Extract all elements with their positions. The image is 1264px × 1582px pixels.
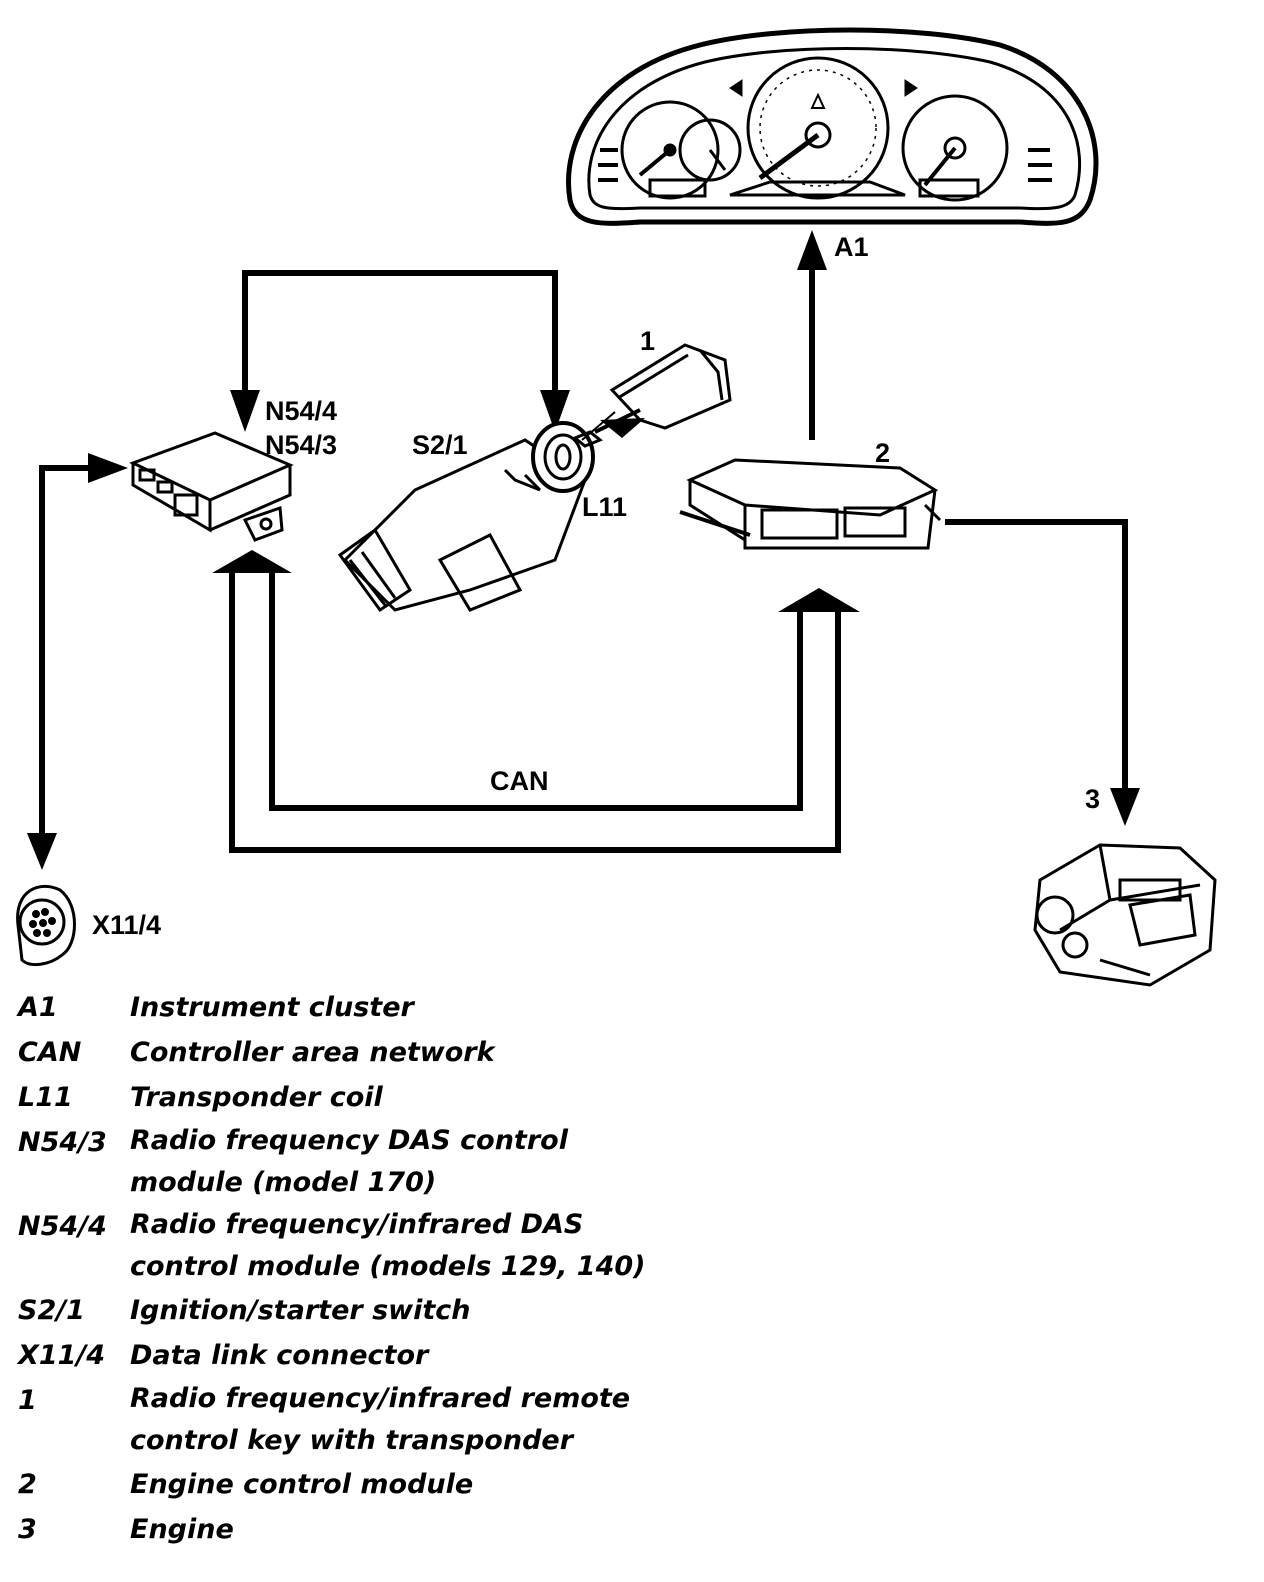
label-n54-3: N54/3 (265, 430, 338, 460)
data-link-connector-illustration (16, 884, 76, 967)
ignition-switch-illustration (337, 421, 595, 613)
engine-illustration (1033, 843, 1217, 987)
legend-code: S2/1 (18, 1295, 85, 1326)
legend-code: N54/4 (18, 1211, 107, 1242)
legend-row-n54-4: N54/4 Radio frequency/infrared DAS contr… (18, 1204, 718, 1288)
legend-row-2: 2 Engine control module (18, 1462, 718, 1507)
legend-code: A1 (18, 992, 58, 1023)
arrow-ecm-to-engine (945, 519, 1140, 826)
label-n54-4: N54/4 (265, 396, 338, 426)
legend-code: X11/4 (18, 1340, 106, 1371)
legend-text: Instrument cluster (130, 992, 414, 1023)
legend-text-line: control key with transponder (130, 1425, 574, 1456)
label-a1: A1 (834, 232, 869, 262)
legend-code: N54/3 (18, 1127, 107, 1158)
legend-row-a1: A1 Instrument cluster (18, 985, 718, 1030)
arrow-ecm-to-instrument-cluster (797, 230, 827, 440)
legend: A1 Instrument cluster CAN Controller are… (18, 985, 718, 1552)
legend-text: Controller area network (130, 1037, 495, 1068)
legend-text-line: module (model 170) (130, 1167, 437, 1198)
legend-text: Data link connector (130, 1340, 429, 1371)
legend-text-line: Radio frequency/infrared remote (130, 1383, 631, 1414)
legend-row-l11: L11 Transponder coil (18, 1075, 718, 1120)
arrow-das-to-data-link-connector (27, 453, 128, 870)
arrow-das-to-ignition-switch (242, 270, 558, 392)
legend-row-1: 1 Radio frequency/infrared remote contro… (18, 1378, 718, 1462)
legend-row-s2-1: S2/1 Ignition/starter switch (18, 1288, 718, 1333)
instrument-cluster-illustration (566, 27, 1099, 226)
legend-row-n54-3: N54/3 Radio frequency DAS control module… (18, 1120, 718, 1204)
label-l11: L11 (582, 492, 628, 522)
can-arrowhead-ecm (778, 588, 860, 612)
label-s2-1: S2/1 (412, 430, 468, 460)
legend-text-line: Radio frequency DAS control (130, 1125, 568, 1156)
legend-text-line: Radio frequency/infrared DAS (130, 1209, 584, 1240)
legend-code: 2 (18, 1469, 37, 1500)
arrowhead-to-das-module (230, 390, 260, 432)
label-can: CAN (490, 766, 549, 796)
legend-text: Ignition/starter switch (130, 1295, 471, 1326)
legend-code: 3 (18, 1514, 37, 1545)
label-key: 1 (640, 326, 656, 356)
legend-text: Radio frequency DAS control module (mode… (130, 1120, 718, 1204)
legend-text: Transponder coil (130, 1082, 383, 1113)
legend-text: Radio frequency/infrared remote control … (130, 1378, 718, 1462)
legend-row-x11-4: X11/4 Data link connector (18, 1333, 718, 1378)
can-arrowhead-das (212, 550, 292, 573)
arrowhead-to-ignition-switch (540, 390, 570, 432)
key-insert-arrowhead (600, 418, 645, 438)
label-ecm: 2 (875, 438, 891, 468)
legend-text: Radio frequency/infrared DAS control mod… (130, 1204, 718, 1288)
legend-code: CAN (18, 1037, 82, 1068)
can-bus-lines (229, 570, 841, 853)
label-x11-4: X11/4 (92, 910, 162, 940)
legend-code: L11 (18, 1082, 73, 1113)
legend-row-3: 3 Engine (18, 1507, 718, 1552)
remote-key-illustration (572, 343, 732, 448)
legend-text-line: control module (models 129, 140) (130, 1251, 646, 1282)
label-engine: 3 (1085, 784, 1101, 814)
legend-row-can: CAN Controller area network (18, 1030, 718, 1075)
legend-text: Engine (130, 1514, 234, 1545)
legend-code: 1 (18, 1385, 37, 1416)
legend-text: Engine control module (130, 1469, 474, 1500)
engine-control-module-illustration (679, 458, 942, 550)
das-control-module-illustration (129, 431, 294, 542)
